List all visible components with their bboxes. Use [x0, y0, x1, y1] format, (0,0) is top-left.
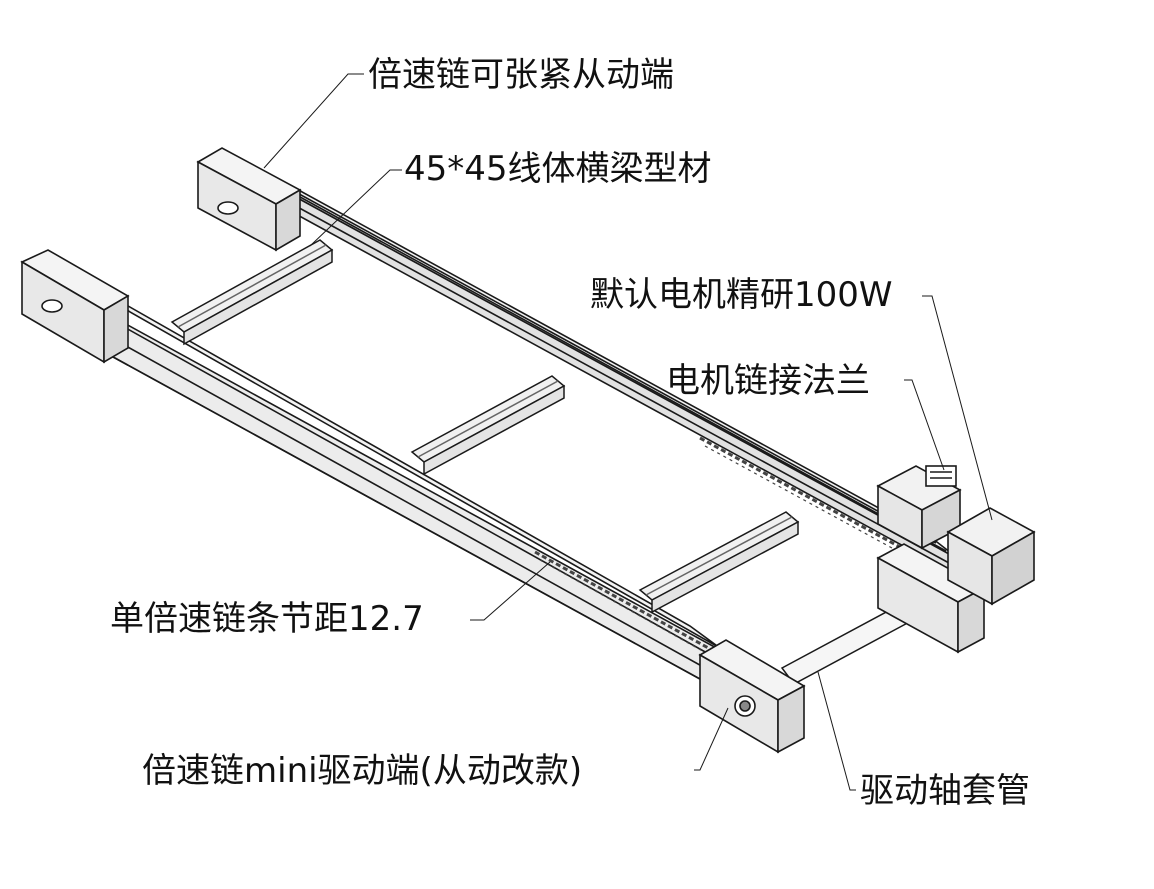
leader-pitch [470, 561, 551, 621]
leader-motor [922, 295, 993, 521]
tension-end-back [196, 147, 302, 252]
label-shaft-sleeve: 驱动轴套管 [860, 771, 1030, 811]
leader-tension [263, 73, 364, 169]
leader-drive-end [694, 707, 729, 771]
label-tension-end: 倍速链可张紧从动端 [368, 55, 674, 95]
drive-end-front [698, 639, 806, 754]
tension-end-front [20, 249, 130, 364]
leader-lines [263, 73, 993, 791]
back-rail-chain [699, 436, 926, 567]
leader-sleeve [817, 671, 856, 791]
front-rail-chain [534, 550, 716, 659]
label-motor-flange: 电机链接法兰 [666, 361, 870, 401]
cross-beams [170, 239, 800, 614]
label-motor: 默认电机精研100W [590, 275, 893, 315]
label-chain-pitch: 单倍速链条节距12.7 [110, 599, 424, 639]
motor [876, 465, 962, 550]
leader-flange [904, 379, 945, 471]
label-beam-profile: 45*45线体横梁型材 [404, 149, 712, 189]
motor-flange [946, 507, 1036, 606]
drive-end-back [876, 543, 986, 654]
back-rail [261, 169, 961, 579]
label-drive-end: 倍速链mini驱动端(从动改款) [142, 751, 583, 791]
leader-beam [309, 169, 402, 247]
